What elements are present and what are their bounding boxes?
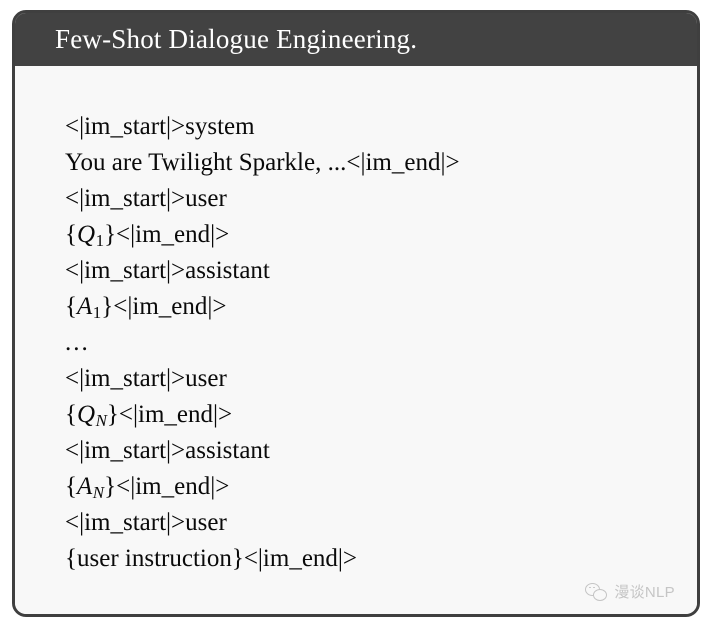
watermark-label: 漫谈NLP [614,584,675,601]
line-question-1: {Q1}<|im_end|> [65,217,677,253]
line-system-content: You are Twilight Sparkle, ...<|im_end|> [65,149,460,176]
line-question-n-subscript: N [95,411,107,431]
line-user-instruction: {user instruction}<|im_end|> [65,545,358,572]
line-answer-1-open-brace: { [65,293,77,320]
line-answer-1-variable: A1 [77,293,102,323]
line-answer-1-suffix: }<|im_end|> [101,293,227,320]
line-ellipsis: ... [65,329,90,356]
line-assistant-start-1: <|im_start|>assistant [65,257,270,284]
line-assistant-start-n: <|im_start|>assistant [65,437,270,464]
watermark: 漫谈NLP [585,581,675,602]
line-question-1-open-brace: { [65,221,77,248]
wechat-bubbles-icon [585,582,608,601]
line-question-n-open-brace: { [65,401,77,428]
line-question-1-suffix: }<|im_end|> [104,221,230,248]
line-user-start-n: <|im_start|>user [65,365,227,392]
line-answer-1: {A1}<|im_end|> [65,289,677,325]
line-question-n: {QN}<|im_end|> [65,397,677,433]
line-question-n-variable: QN [77,401,107,431]
line-system-start: <|im_start|>system [65,113,255,140]
line-answer-n-subscript: N [92,483,105,503]
few-shot-prompt-card: Few-Shot Dialogue Engineering. <|im_star… [12,10,700,617]
line-answer-n-variable: AN [77,473,105,503]
card-header: Few-Shot Dialogue Engineering. [15,13,697,66]
line-answer-n-suffix: }<|im_end|> [104,473,230,500]
line-question-n-suffix: }<|im_end|> [106,401,233,428]
line-user-start-1: <|im_start|>user [65,185,227,212]
line-question-1-subscript: 1 [95,231,105,251]
line-user-start-final: <|im_start|>user [65,509,227,536]
page-title: Few-Shot Dialogue Engineering. [55,24,418,54]
line-answer-n: {AN}<|im_end|> [65,469,677,505]
line-question-1-variable: Q1 [77,221,105,251]
line-answer-1-subscript: 1 [92,303,102,323]
line-answer-n-open-brace: { [65,473,77,500]
